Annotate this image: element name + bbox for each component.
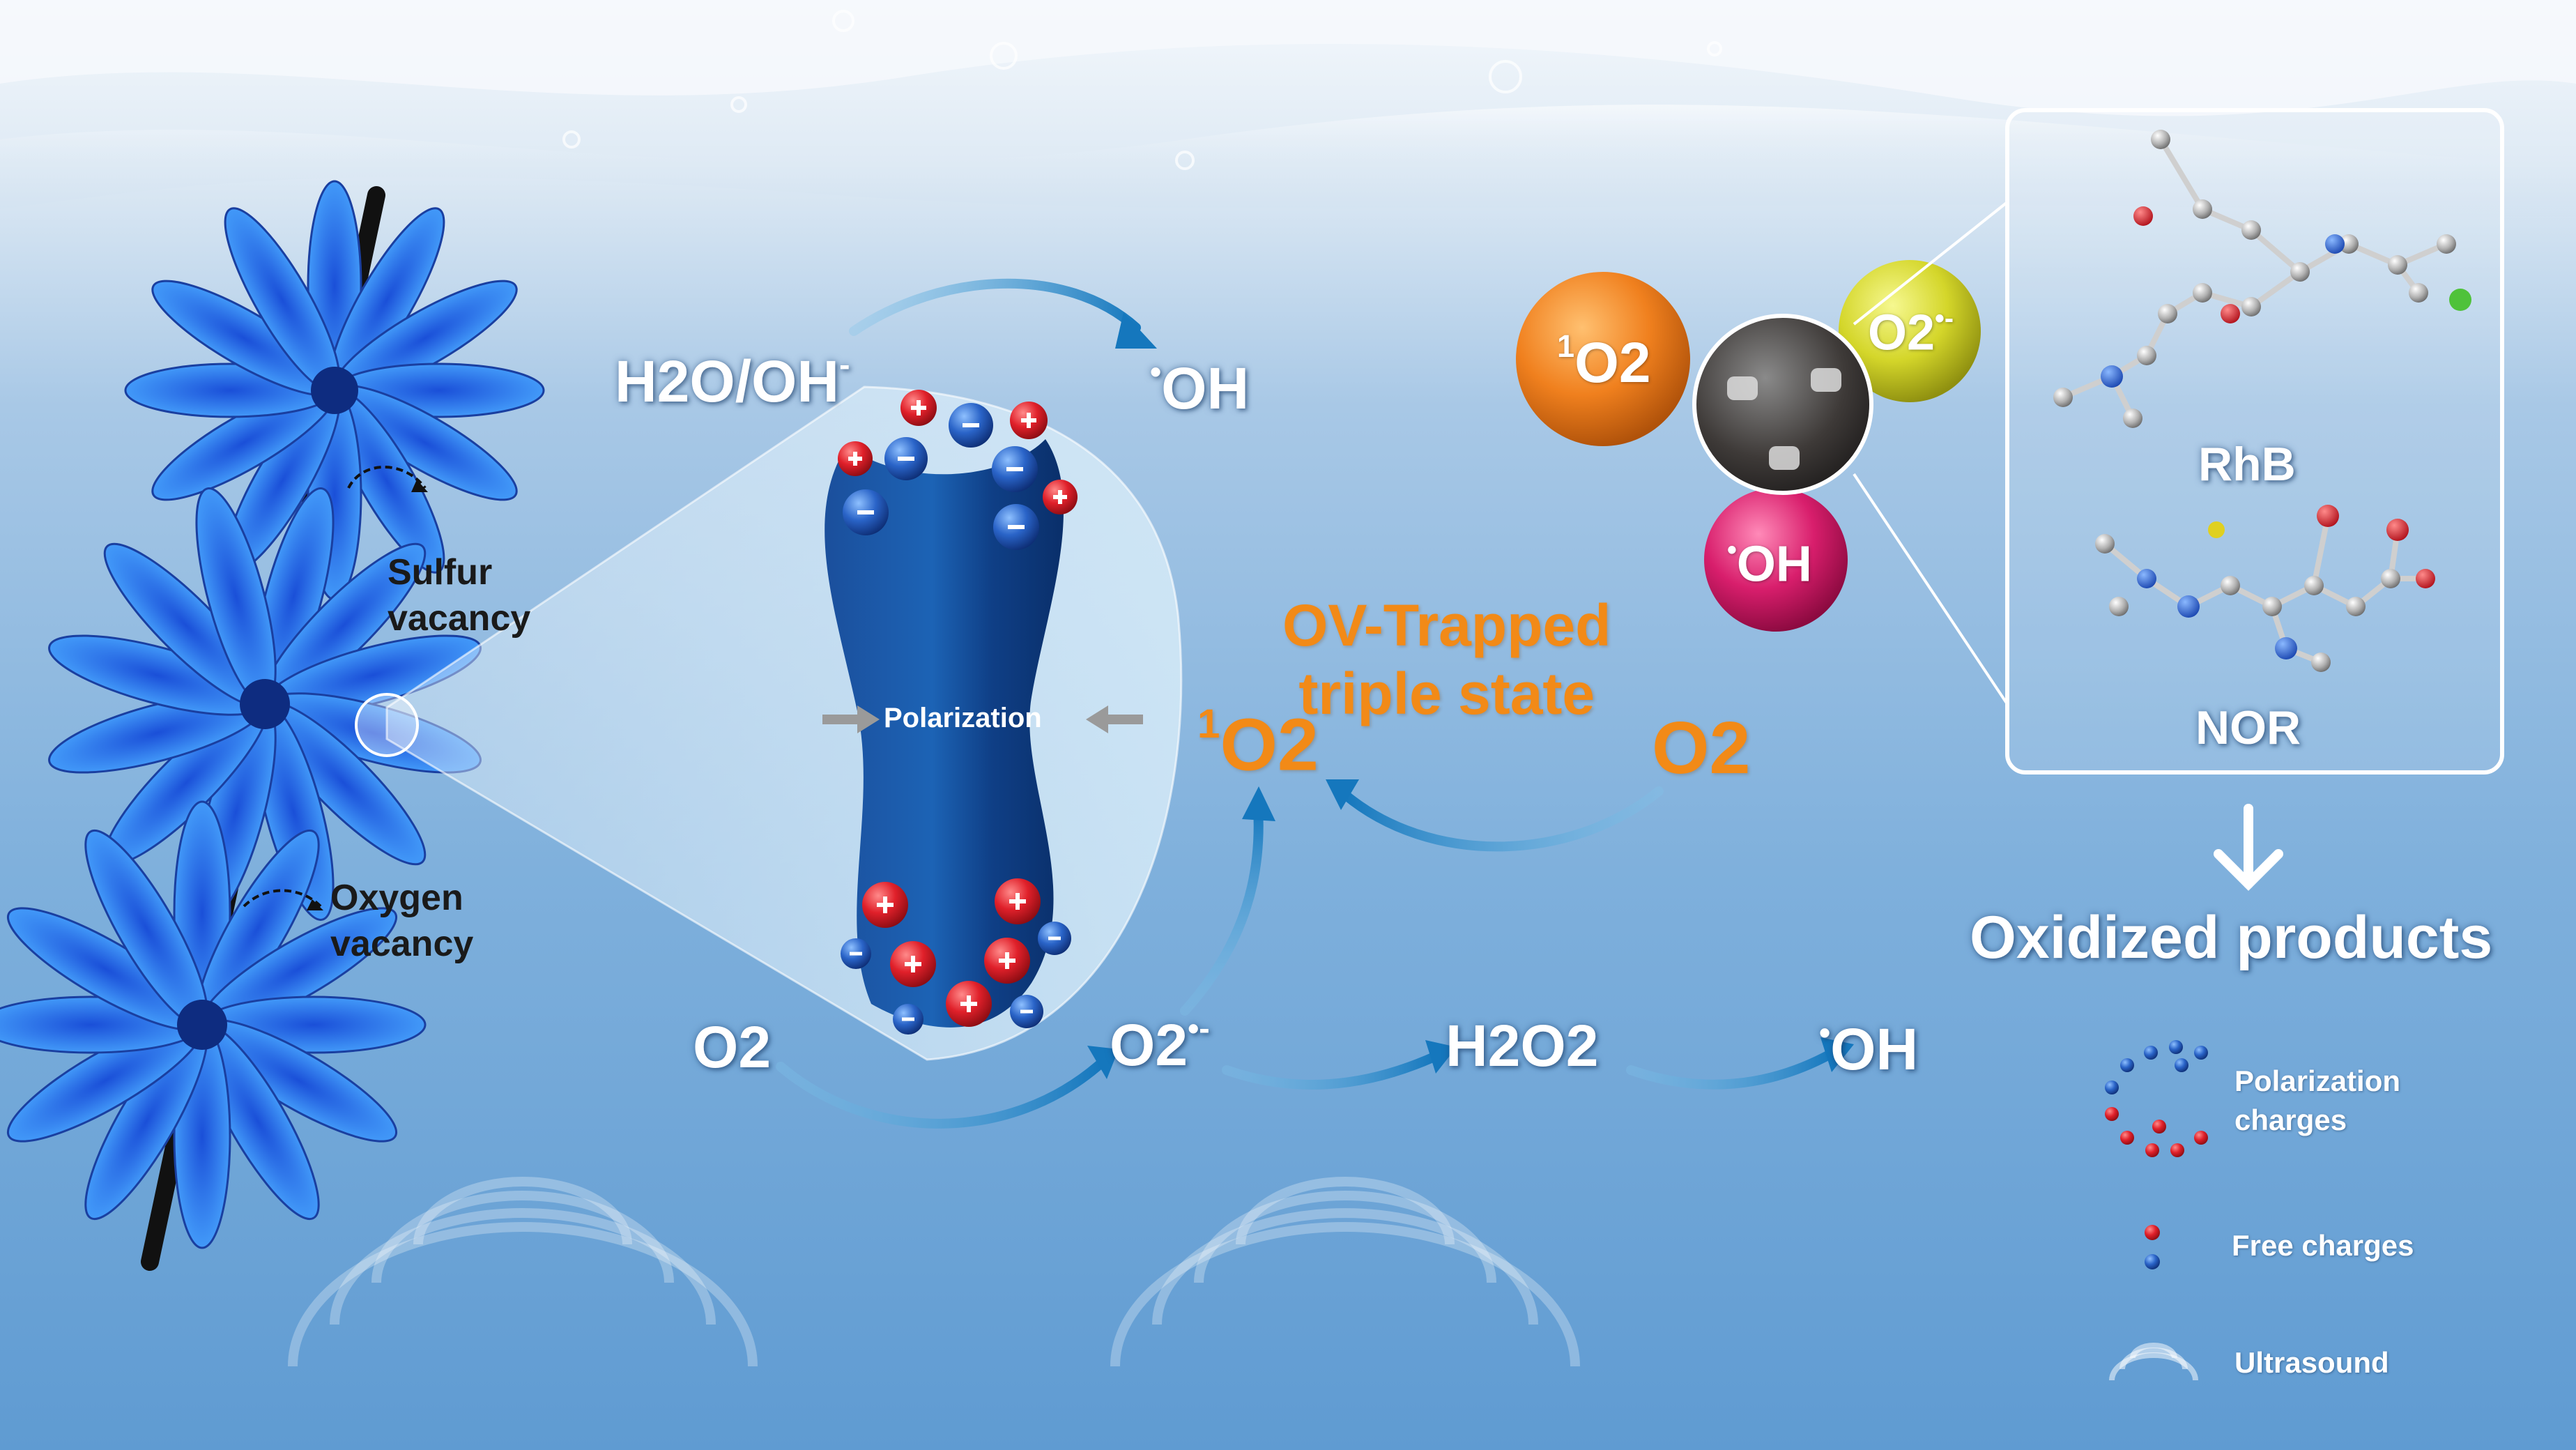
sphere-superoxide-charge: •- (1935, 303, 1954, 334)
sphere-singlet-label: 1O2 (1557, 330, 1650, 392)
oh-bottom-label: •OH (1819, 1014, 1919, 1082)
sphere-hydroxyl-label: •OH (1727, 535, 1812, 593)
nanoflower-middle (48, 487, 482, 921)
legend-polarization-icon (2105, 1040, 2208, 1157)
ov-trapped-line1: OV-Trapped (1282, 593, 1611, 658)
sphere-superoxide (1839, 260, 1981, 402)
o2-right-label: O2 (1652, 707, 1751, 789)
water-surface-wave (0, 0, 2576, 116)
sulfur-vacancy-pointer (347, 466, 427, 489)
superoxide-text: O2 (1110, 1012, 1188, 1078)
nanoflower-bottom (0, 800, 427, 1249)
polarization-charges-bottom (841, 878, 1071, 1035)
surface-bubbles (562, 10, 1722, 170)
arrow-h2o-to-oh (849, 278, 1141, 336)
h2o-oh-text: H2O/OH (615, 348, 840, 414)
o2-left-label: O2 (693, 1014, 772, 1080)
legend-polarization-line2: charges (2234, 1104, 2347, 1136)
legend-free-label: Free charges (2232, 1229, 2414, 1262)
sphere-superoxide-text: O2 (1868, 305, 1935, 361)
singlet-oxygen-label: 1O2 (1197, 701, 1319, 781)
arrow-superoxide-to-singlet (1180, 804, 1264, 1016)
fist-icon (1727, 368, 1841, 470)
nor-label: NOR (2195, 701, 2301, 754)
ultrasound-waves-center (1110, 1177, 1580, 1367)
arrow-o2-to-superoxide (776, 1058, 1106, 1129)
water-surface-highlight (0, 105, 2576, 223)
magnified-spot (355, 693, 419, 757)
reactive-species-cluster (1516, 260, 1981, 632)
oh-top-label: •OH (1150, 353, 1250, 421)
polarized-crystal (825, 439, 1064, 1028)
ov-trapped-label: OV-Trapped triple state (1282, 596, 1611, 723)
legend-ultrasound-label: Ultrasound (2234, 1346, 2389, 1379)
polarization-label: Polarization (884, 703, 1042, 733)
oxidized-products-label: Oxidized products (1970, 904, 2493, 971)
arrow-h2o2-to-oh (1626, 1048, 1838, 1090)
h2o2-label: H2O2 (1446, 1013, 1599, 1078)
sphere-singlet-text: O2 (1574, 331, 1651, 395)
zoom-line-top (1853, 201, 2009, 326)
h2o-oh-charge: - (839, 346, 850, 383)
polarization-charges-top (838, 390, 1078, 550)
oxygen-vacancy-line1: Oxygen (330, 878, 463, 918)
sulfur-vacancy-line2: vacancy (388, 598, 531, 639)
molecule-panel (2005, 108, 2504, 774)
sphere-singlet-prefix: 1 (1557, 328, 1575, 364)
nor-atoms (2095, 505, 2435, 672)
sphere-singlet-oxygen (1516, 272, 1690, 446)
singlet-oxygen-text: O2 (1220, 703, 1319, 786)
catalyst-particle (1692, 314, 1873, 495)
products-arrow (2214, 804, 2283, 891)
oh-bottom-text: OH (1830, 1016, 1919, 1082)
ov-trapped-line2: triple state (1298, 661, 1595, 726)
nanoflower-top (124, 180, 545, 601)
legend-polarization-label: Polarization charges (2234, 1067, 2400, 1135)
oh-top-text: OH (1161, 355, 1250, 421)
compress-arrow-right (1086, 705, 1108, 733)
legend-polarization-line1: Polarization (2234, 1064, 2401, 1097)
sulfur-vacancy-line1: Sulfur (388, 552, 493, 593)
legend-free-charges-icon (2145, 1225, 2160, 1269)
superoxide-label: O2•- (1110, 1012, 1210, 1074)
legend-ultrasound-icon (2109, 1343, 2198, 1381)
ultrasound-waves-left (288, 1177, 758, 1367)
compress-arrow-left (857, 705, 880, 733)
oxygen-vacancy-line2: vacancy (330, 924, 474, 964)
oxygen-vacancy-label: Oxygen vacancy (330, 880, 473, 962)
singlet-oxygen-prefix: 1 (1197, 701, 1220, 747)
arrow-o2-to-singlet (1340, 786, 1664, 852)
sphere-superoxide-label: O2•- (1868, 305, 1954, 358)
sulfur-vacancy-label: Sulfur vacancy (388, 554, 530, 636)
nanowire-structure (0, 180, 545, 1271)
superoxide-charge: •- (1188, 1010, 1210, 1046)
sphere-hydroxyl-text: OH (1736, 536, 1812, 593)
arrow-superoxide-to-h2o2 (1222, 1051, 1441, 1090)
sphere-hydroxyl (1704, 488, 1848, 632)
h2o-oh-label: H2O/OH- (615, 349, 850, 411)
reaction-arrows (776, 278, 1854, 1129)
rhb-label: RhB (2198, 438, 2296, 491)
rhb-atoms (2053, 130, 2471, 428)
zoom-line-bottom (1853, 473, 2009, 705)
